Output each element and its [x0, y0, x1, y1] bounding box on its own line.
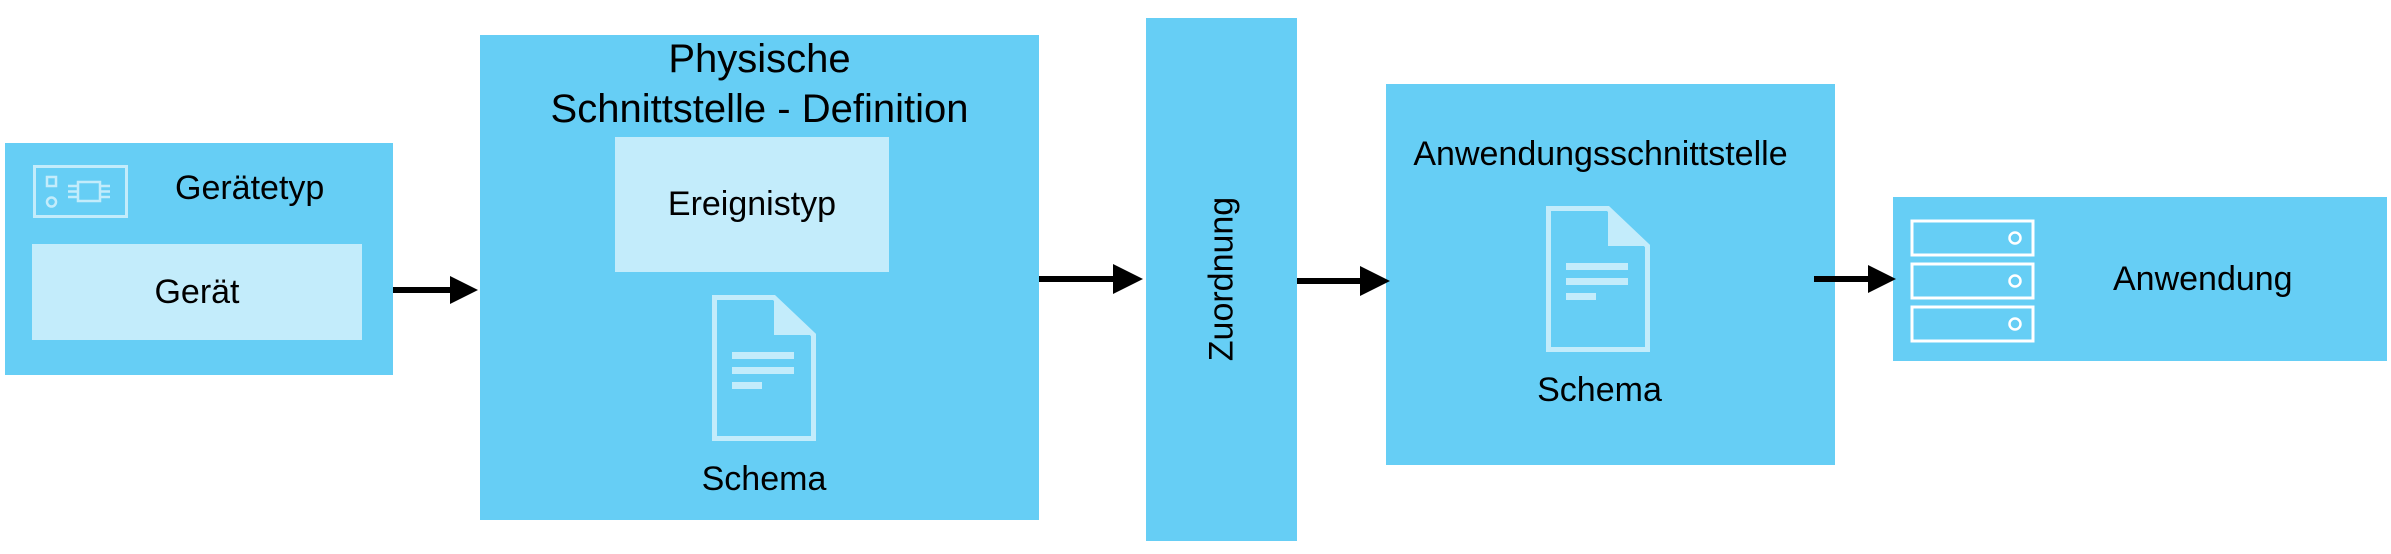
device-type-title: Gerätetyp: [175, 169, 325, 207]
arrow-device-to-physical: [393, 276, 478, 304]
physical-interface-title-line1: Physische: [668, 37, 851, 81]
device-label: Gerät: [154, 272, 240, 311]
document-icon: [1546, 206, 1650, 352]
application-interface-box: Anwendungsschnittstelle Schema: [1386, 84, 1835, 465]
event-type-label: Ereignistyp: [667, 185, 837, 223]
application-label: Anwendung: [2113, 260, 2293, 298]
circuit-board-icon: [33, 165, 128, 218]
device-box: Gerät: [32, 244, 362, 340]
document-icon: [712, 295, 816, 441]
physical-interface-schema-label: Schema: [701, 460, 827, 498]
arrow-app-interface-to-application: [1814, 265, 1896, 293]
application-box: Anwendung: [1893, 197, 2387, 361]
server-rack-icon: [1910, 219, 2035, 343]
arrow-mapping-to-app-interface: [1297, 266, 1390, 296]
arrow-physical-to-mapping: [1039, 264, 1143, 294]
application-interface-schema-label: Schema: [1537, 371, 1662, 409]
physical-interface-box: Physische Schnittstelle - Definition Ere…: [480, 35, 1039, 520]
device-type-box: Gerätetyp Gerät: [5, 143, 393, 375]
event-type-box: Ereignistyp: [615, 137, 889, 272]
application-interface-title: Anwendungsschnittstelle: [1413, 135, 1788, 173]
physical-interface-title-line2: Schnittstelle - Definition: [550, 87, 969, 131]
mapping-box: Zuordnung: [1146, 18, 1297, 541]
